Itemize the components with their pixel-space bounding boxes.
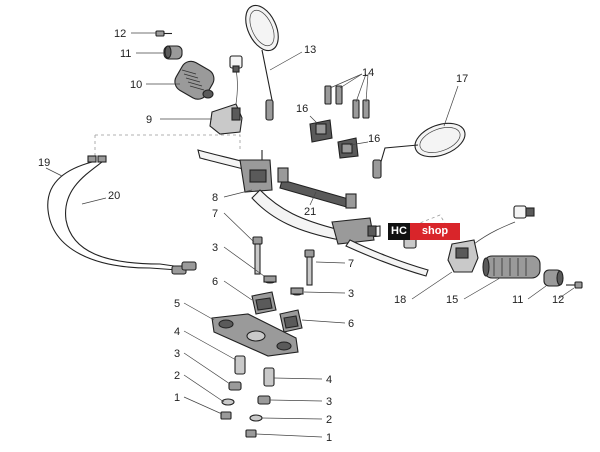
callout-12-right: 12 [552, 294, 564, 306]
callout-14: 14 [362, 67, 374, 79]
callout-3-upper-left: 3 [212, 242, 218, 254]
part-3-washer-upper-right [290, 287, 304, 296]
callout-16-lower: 16 [368, 133, 380, 145]
part-21-crossbar [277, 167, 357, 209]
callout-3-lower-left: 3 [174, 348, 180, 360]
part-2-washer-left [221, 398, 235, 406]
callout-15: 15 [446, 294, 458, 306]
callout-18: 18 [394, 294, 406, 306]
part-18-right-switch [447, 205, 535, 273]
part-6-clamp-right [279, 309, 303, 333]
part-17-mirror-right [372, 122, 466, 179]
callout-7-left: 7 [212, 208, 218, 220]
part-12-screw-left [155, 30, 172, 37]
part-11-bar-end-right [543, 269, 564, 287]
watermark-hc: HC [388, 223, 410, 240]
part-19-20-cables [47, 155, 197, 275]
callout-11-right: 11 [512, 294, 523, 306]
leader-lines [45, 32, 575, 438]
callout-labels: 12 11 10 9 13 14 16 16 17 19 20 8 21 7 7… [38, 28, 564, 444]
callout-2-left: 2 [174, 370, 180, 382]
part-16-clamp-lower [337, 137, 359, 159]
callout-6-left: 6 [212, 276, 218, 288]
callout-20: 20 [108, 190, 120, 202]
part-1-nut-left [220, 411, 232, 420]
part-11-bar-end-left [163, 45, 183, 60]
part-4-spacer-left [234, 355, 246, 375]
part-12-screw-right [566, 281, 583, 289]
part-15-grip-right [482, 255, 541, 279]
callout-5: 5 [174, 298, 180, 310]
watermark-shop: shop [410, 223, 460, 240]
callout-17: 17 [456, 73, 468, 85]
callout-12-left: 12 [114, 28, 126, 40]
callout-1-right: 1 [326, 432, 332, 444]
callout-6-right: 6 [348, 318, 354, 330]
callout-13: 13 [304, 44, 316, 56]
part-5-top-yoke [211, 313, 299, 357]
part-6-clamp-left [251, 291, 277, 315]
part-8-left-lever [197, 149, 273, 193]
callout-8: 8 [212, 192, 218, 204]
callout-3-upper-right: 3 [348, 288, 354, 300]
part-16-clamp-upper [309, 119, 333, 143]
part-3-washer-lower-right [257, 395, 271, 405]
callout-1-left: 1 [174, 392, 180, 404]
callout-9: 9 [146, 114, 152, 126]
callout-4-right: 4 [326, 374, 332, 386]
part-10-grip-left [174, 60, 215, 100]
part-3-washer-upper-left [263, 275, 277, 284]
part-7-bolt-right [304, 249, 315, 286]
hc-shop-watermark: HC shop [388, 223, 460, 240]
part-7-bolt-left [252, 236, 263, 275]
part-2-washer-right [249, 414, 263, 422]
right-lever-assembly [331, 217, 429, 277]
callout-2-right: 2 [326, 414, 332, 426]
part-9-left-switch [209, 55, 243, 135]
callout-19: 19 [38, 157, 50, 169]
callout-4-left: 4 [174, 326, 180, 338]
part-13-mirror-left [245, 4, 279, 121]
part-1-nut-right [245, 429, 257, 438]
part-14-screws [324, 85, 370, 119]
part-3-washer-lower-left [228, 381, 242, 391]
callout-11-left: 11 [120, 48, 131, 60]
callout-10: 10 [130, 79, 142, 91]
part-4-spacer-right [263, 367, 275, 387]
callout-3-lower-right: 3 [326, 396, 332, 408]
callout-21: 21 [304, 206, 316, 218]
callout-7-right: 7 [348, 258, 354, 270]
callout-16-upper: 16 [296, 103, 308, 115]
